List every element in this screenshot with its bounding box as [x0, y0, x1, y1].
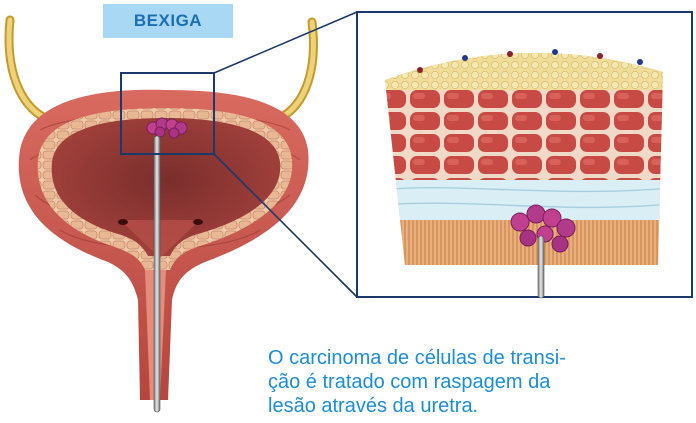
caption-line: O carcinoma de células de transi- [268, 346, 688, 370]
title-badge: BEXIGA [103, 4, 233, 38]
tissue-layers-illustration [380, 30, 670, 298]
caption-line: ção é tratado com raspagem da [268, 370, 688, 394]
bladder-illustration [19, 90, 309, 400]
resectoscope-instrument [154, 136, 160, 412]
caption: O carcinoma de células de transi- ção é … [268, 346, 688, 418]
caption-line: lesão através da uretra. [268, 394, 688, 418]
